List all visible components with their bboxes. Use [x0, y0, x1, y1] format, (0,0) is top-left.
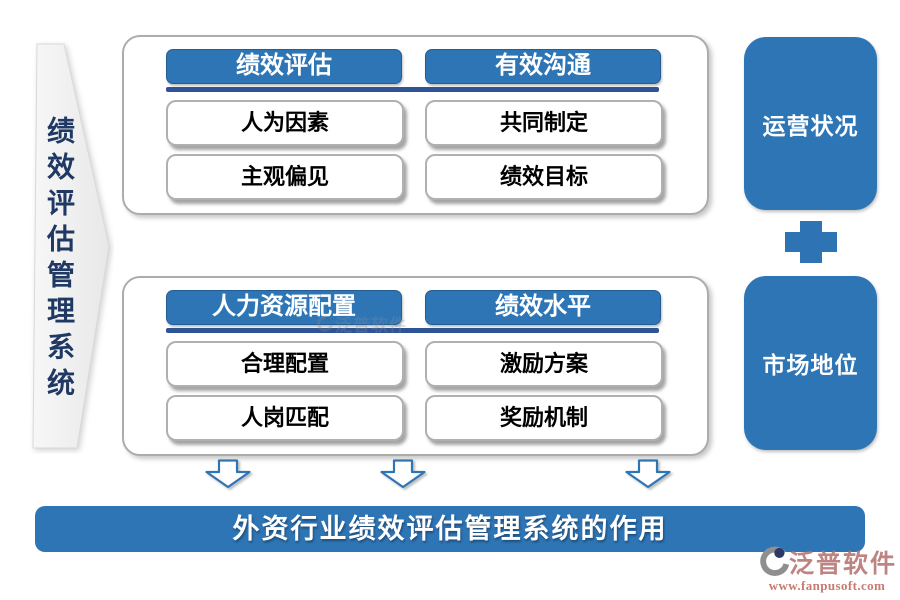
watermark-bottom-right: 泛普软件 www.fanpusoft.com	[757, 544, 897, 594]
item-reasonable-allocation: 合理配置	[166, 341, 404, 387]
left-banner-shape	[32, 43, 110, 449]
item-subjective-bias: 主观偏见	[166, 154, 404, 200]
watermark-url: www.fanpusoft.com	[768, 578, 886, 593]
item-joint-formulation: 共同制定	[425, 100, 663, 146]
item-person-post-match: 人岗匹配	[166, 395, 404, 441]
header-hr-allocation: 人力资源配置	[166, 290, 402, 325]
side-box-market-position: 市场地位	[744, 276, 877, 450]
footer-title-banner: 外资行业绩效评估管理系统的作用	[35, 506, 865, 552]
side-box-operating-status: 运营状况	[744, 37, 877, 210]
header-performance-evaluation: 绩效评估	[166, 49, 402, 84]
item-incentive-plan: 激励方案	[425, 341, 663, 387]
item-reward-mechanism: 奖励机制	[425, 395, 663, 441]
down-arrow-icon	[205, 459, 251, 489]
fanpu-logo-icon	[317, 315, 333, 332]
panel-resources: 人力资源配置 绩效水平 合理配置 人岗匹配 激励方案 奖励机制	[122, 276, 709, 456]
down-arrow-icon	[380, 459, 426, 489]
header-performance-level: 绩效水平	[425, 290, 661, 325]
plus-icon	[785, 221, 837, 263]
left-banner-title: 绩效评估管理系统	[43, 116, 74, 404]
header-effective-communication: 有效沟通	[425, 49, 661, 84]
watermark-brand: 泛普软件	[789, 551, 898, 578]
panel-evaluation: 绩效评估 有效沟通 人为因素 主观偏见 共同制定 绩效目标	[122, 35, 709, 215]
header-underline	[166, 328, 659, 333]
item-human-factor: 人为因素	[166, 100, 404, 146]
down-arrow-icon	[625, 459, 671, 489]
fanpu-logo-icon	[760, 546, 789, 576]
header-underline	[166, 87, 659, 92]
watermark-center: 泛普软件	[315, 311, 407, 336]
item-performance-goal: 绩效目标	[425, 154, 663, 200]
watermark-brand: 泛普软件	[335, 316, 407, 335]
